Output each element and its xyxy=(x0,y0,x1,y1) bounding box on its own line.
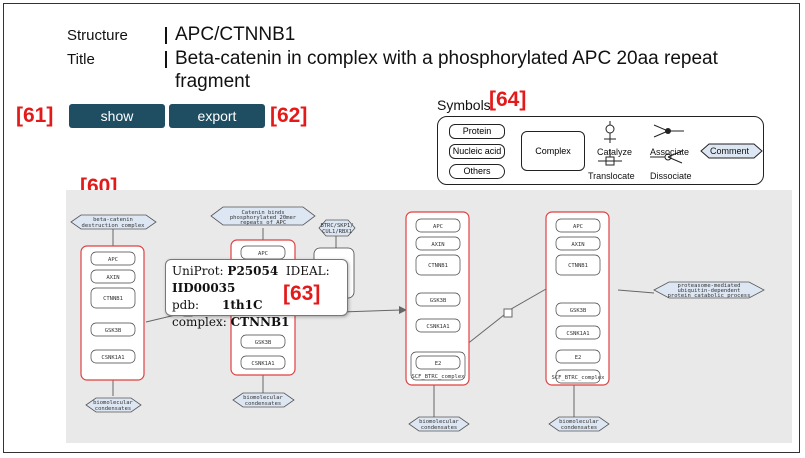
svg-text:GSK3B: GSK3B xyxy=(570,308,587,314)
svg-text:CSNK1A1: CSNK1A1 xyxy=(251,361,274,367)
annotation-tag-63: [63] xyxy=(283,282,321,305)
svg-text:SCF_BTRC_complex: SCF_BTRC_complex xyxy=(412,374,466,380)
annotation-tag-64: [64] xyxy=(489,88,527,111)
svg-text:proteasome-mediated: proteasome-mediated xyxy=(678,283,741,289)
svg-text:APC: APC xyxy=(433,224,443,230)
annotation-tag-61: [61] xyxy=(16,104,54,127)
title-value-line1: Beta-catenin in complex with a phosphory… xyxy=(175,48,718,69)
legend-associate-label: Associate xyxy=(650,147,690,157)
svg-text:AXIN: AXIN xyxy=(106,275,119,281)
tooltip-ideal-label: IDEAL: xyxy=(285,264,330,278)
tooltip-pdb-value: 1th1C xyxy=(221,298,263,312)
annotation-tag-62: [62] xyxy=(270,104,308,127)
svg-text:CTNNB1: CTNNB1 xyxy=(103,296,123,302)
svg-text:CSNK1A1: CSNK1A1 xyxy=(566,331,589,337)
svg-text:GSK3B: GSK3B xyxy=(105,328,122,334)
dissociate-icon xyxy=(650,150,683,164)
legend-symbol-shapes xyxy=(598,121,763,166)
svg-text:destruction complex: destruction complex xyxy=(82,223,146,229)
legend-protein: Protein xyxy=(449,124,505,139)
legend-complex: Complex xyxy=(521,131,585,171)
symbols-legend: Protein Nucleic acid Others Complex xyxy=(437,116,764,185)
svg-text:CUL1/RBX1: CUL1/RBX1 xyxy=(322,229,352,235)
tooltip-uniprot-label: UniProt: xyxy=(172,264,224,278)
title-divider xyxy=(165,51,167,68)
svg-text:GSK3B: GSK3B xyxy=(430,298,447,304)
tooltip-uniprot-value: P25054 xyxy=(227,264,279,278)
svg-text:AXIN: AXIN xyxy=(431,242,444,248)
screenshot-frame xyxy=(3,3,800,453)
svg-text:CSNK1A1: CSNK1A1 xyxy=(101,355,124,361)
svg-text:APC: APC xyxy=(258,251,268,257)
legend-catalyze-label: Catalyze xyxy=(597,147,633,157)
svg-text:CSNK1A1: CSNK1A1 xyxy=(426,324,449,330)
svg-text:Catenin binds: Catenin binds xyxy=(241,210,284,216)
svg-text:E2: E2 xyxy=(435,361,442,367)
svg-text:SCF_BTRC_complex: SCF_BTRC_complex xyxy=(552,375,606,381)
show-button[interactable]: show xyxy=(69,104,165,128)
translocate-icon xyxy=(598,149,622,166)
catalyze-icon xyxy=(604,121,616,143)
legend-comment-label: Comment xyxy=(710,146,750,156)
svg-text:condensates: condensates xyxy=(561,425,597,431)
legend-translocate-label: Translocate xyxy=(588,171,635,181)
structure-value: APC/CTNNB1 xyxy=(175,24,296,45)
svg-text:condensates: condensates xyxy=(95,406,131,412)
svg-text:biomolecular: biomolecular xyxy=(243,395,283,401)
pathway-svg: beta-catenin destruction complex Catenin… xyxy=(70,206,765,432)
tooltip-ideal-value: IID00035 xyxy=(172,281,236,295)
comment-icon xyxy=(700,143,763,159)
svg-text:APC: APC xyxy=(108,257,118,263)
structure-divider xyxy=(165,27,167,44)
associate-icon xyxy=(653,124,684,138)
legend-nucleic-acid: Nucleic acid xyxy=(449,144,505,159)
svg-text:condensates: condensates xyxy=(421,425,457,431)
svg-text:E2: E2 xyxy=(575,355,582,361)
svg-text:BTRC/SKP1/: BTRC/SKP1/ xyxy=(320,223,353,229)
svg-text:biomolecular: biomolecular xyxy=(419,419,459,425)
svg-text:repeats of APC: repeats of APC xyxy=(240,220,286,226)
svg-text:biomolecular: biomolecular xyxy=(559,419,599,425)
svg-text:GSK3B: GSK3B xyxy=(255,340,272,346)
svg-text:ubiquitin-dependent: ubiquitin-dependent xyxy=(678,288,741,294)
svg-text:APC: APC xyxy=(573,224,583,230)
tooltip-pdb-label: pdb: xyxy=(172,298,200,312)
legend-dissociate-label: Dissociate xyxy=(650,171,692,181)
structure-label: Structure xyxy=(67,27,128,44)
symbols-title: Symbols xyxy=(437,97,491,113)
protein-tooltip: UniProt: P25054 IDEAL: IID00035 pdb: 1th… xyxy=(165,259,348,329)
svg-text:CTNNB1: CTNNB1 xyxy=(428,263,448,269)
tooltip-complex-value: CTNNB1 xyxy=(230,315,290,329)
svg-text:phosphorylated 20mer: phosphorylated 20mer xyxy=(230,215,297,221)
svg-text:AXIN: AXIN xyxy=(571,242,584,248)
svg-text:CTNNB1: CTNNB1 xyxy=(568,263,588,269)
tooltip-complex-label: complex: xyxy=(172,315,227,329)
export-button[interactable]: export xyxy=(169,104,265,128)
arrowhead-1 xyxy=(399,306,407,314)
svg-text:condensates: condensates xyxy=(245,401,281,407)
pathway-diagram[interactable]: beta-catenin destruction complex Catenin… xyxy=(66,190,792,443)
legend-others: Others xyxy=(449,164,505,179)
title-value-line2: fragment xyxy=(175,71,250,92)
transition-node-2 xyxy=(503,308,513,318)
svg-text:beta-catenin: beta-catenin xyxy=(93,217,133,223)
svg-text:biomolecular: biomolecular xyxy=(93,400,133,406)
title-label: Title xyxy=(67,51,95,68)
svg-text:protein catabolic process: protein catabolic process xyxy=(668,293,751,299)
